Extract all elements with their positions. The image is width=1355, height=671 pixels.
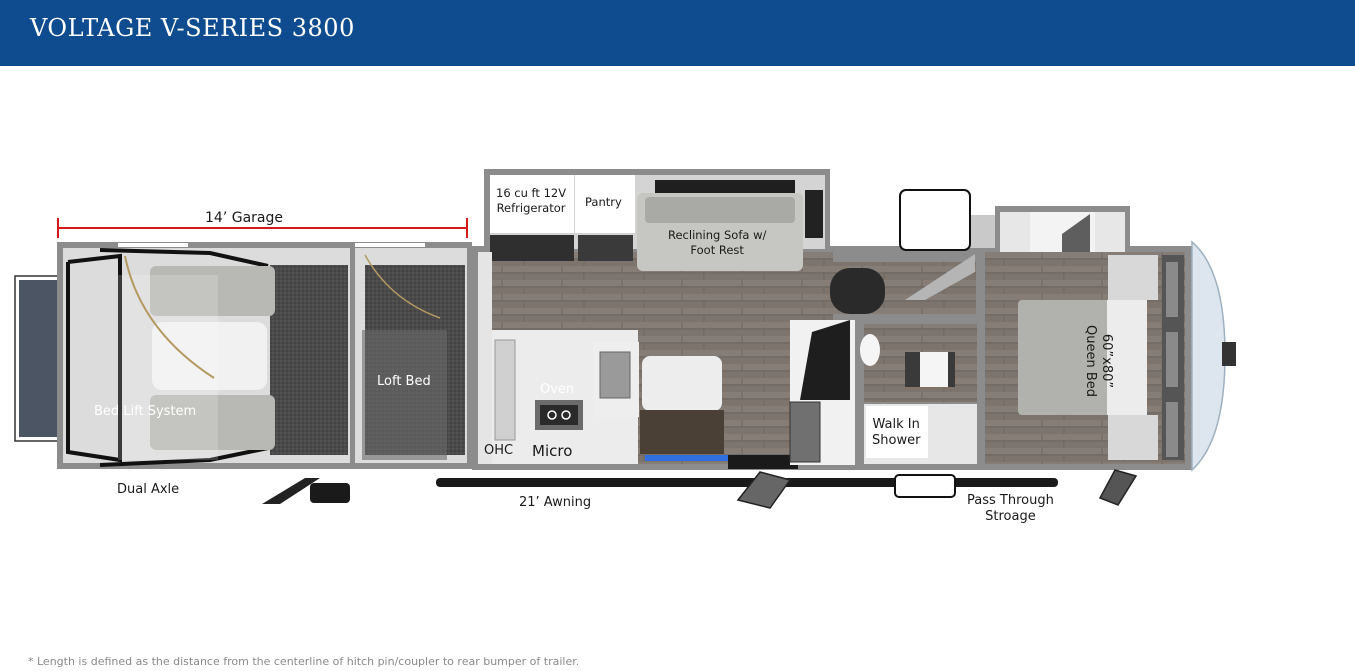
reclining-sofa-label: Reclining Sofa w/ Foot Rest [668,228,767,257]
page-title: VOLTAGE V-SERIES 3800 [30,14,355,42]
bed-lift-system-label: Bed Lift System [94,404,197,419]
loft-bed-label: Loft Bed [377,374,431,389]
page-header: VOLTAGE V-SERIES 3800 [0,0,1355,66]
dual-axle-label: Dual Axle [117,482,180,497]
garage-dimension-label: 14’ Garage [205,210,283,226]
awning-label: 21’ Awning [519,495,592,510]
walk-in-shower-label: Walk In Shower [872,417,921,448]
pantry-label: Pantry [585,195,622,209]
pass-through-storage-label: Pass Through Stroage [967,493,1054,524]
microwave-label: Micro [532,442,573,460]
garage-dimension-line [57,227,467,229]
dimension-tick-left [57,218,59,238]
ohc-label: OHC [484,443,514,458]
dimension-tick-right [466,218,468,238]
refrigerator-label: 16 cu ft 12V Refrigerator [496,186,567,215]
oven-label: Oven [540,382,575,397]
queen-bed-label: 60”x80” Queen Bed [1083,324,1114,397]
length-footnote: * Length is defined as the distance from… [28,655,580,668]
